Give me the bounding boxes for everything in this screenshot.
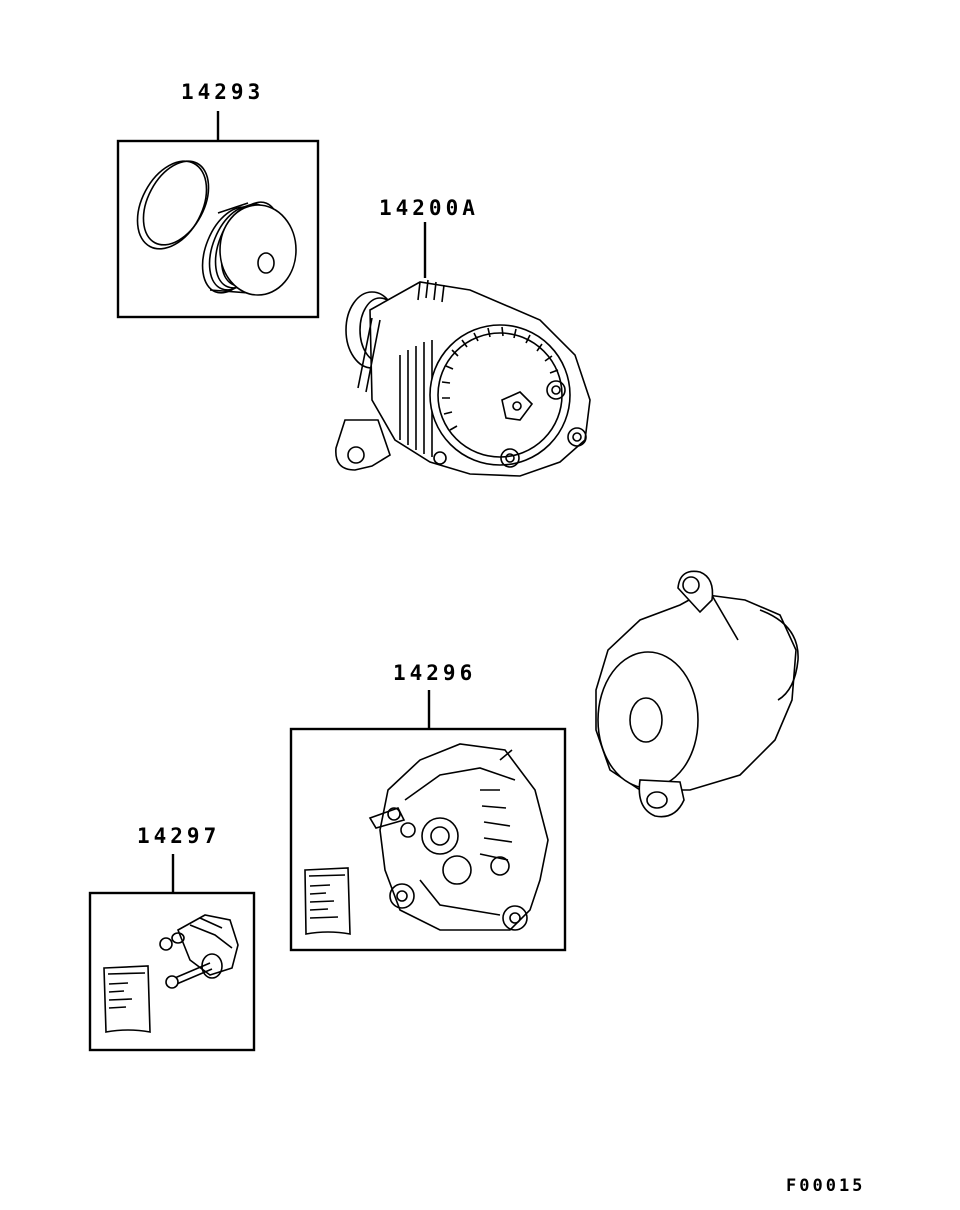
nut <box>159 937 173 951</box>
alternator-side-view <box>595 570 799 818</box>
figure-code: F00015 <box>786 1176 865 1196</box>
rear-frame-drawing <box>368 743 549 931</box>
part-number-14293: 14293 <box>181 80 264 104</box>
part-number-14200a: 14200A <box>379 196 479 220</box>
part-number-14296: 14296 <box>393 661 476 685</box>
rear-end-frame <box>429 324 571 466</box>
callout-14200a[interactable]: 14200A <box>335 196 591 477</box>
notice-leaflet-14296 <box>304 867 351 935</box>
part-number-14297: 14297 <box>137 824 220 848</box>
kit-box-14297 <box>88 891 256 1052</box>
notice-leaflet-14297 <box>103 965 151 1033</box>
alternator-front-face <box>597 651 699 789</box>
mount-foot <box>335 419 391 471</box>
pulley-kit-drawing <box>136 160 297 296</box>
kit-box-14293 <box>116 139 320 319</box>
bearing-hole <box>421 817 459 855</box>
pulley-face <box>219 204 297 296</box>
bolt <box>567 427 587 447</box>
alternator-assembly-drawing <box>335 279 591 477</box>
callout-14297[interactable]: 14297 <box>88 824 256 1052</box>
callout-14293[interactable]: 14293 <box>116 80 320 319</box>
regulator-body <box>176 914 239 976</box>
callout-14296[interactable]: 14296 <box>289 661 567 952</box>
regulator-drawing <box>159 914 239 989</box>
kit-box-14296 <box>289 727 567 952</box>
